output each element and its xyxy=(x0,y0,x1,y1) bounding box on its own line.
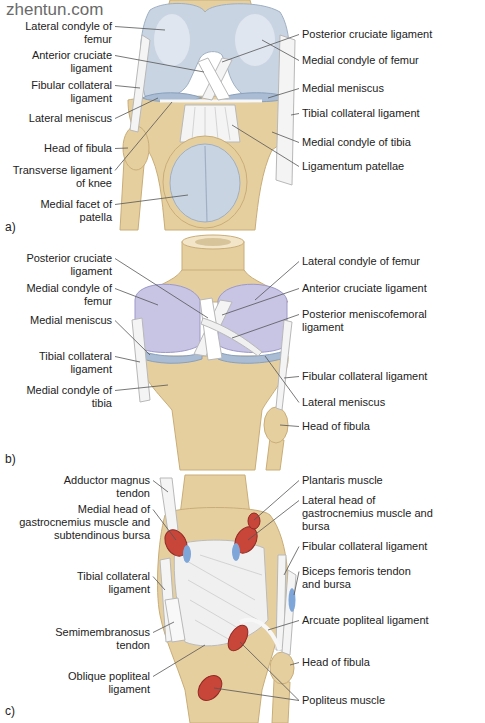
part-label: Medial meniscus xyxy=(302,82,477,95)
marrow-cavity xyxy=(195,238,231,246)
part-label: Ligamentum patellae xyxy=(302,160,477,173)
part-label: Oblique popliteal ligament xyxy=(50,670,150,696)
part-label: Lateral meniscus xyxy=(12,112,112,125)
tibia xyxy=(140,356,288,470)
muscle-stump xyxy=(248,513,260,529)
condyle-highlight xyxy=(235,14,275,66)
part-label: Medial condyle of femur xyxy=(302,54,477,67)
part-label: Arcuate popliteal ligament xyxy=(302,614,477,627)
part-label: Medial condyle of femur xyxy=(12,282,112,308)
leader-lines xyxy=(115,27,299,701)
part-label: Lateral meniscus xyxy=(302,396,477,409)
part-label: Fibular collateral ligament xyxy=(302,370,477,383)
part-label: Medial condyle of tibia xyxy=(302,136,477,149)
part-label: Tibial collateral ligament xyxy=(50,570,150,596)
part-label: Posterior cruciate ligament xyxy=(12,252,112,278)
watermark: zhentun.com xyxy=(6,0,146,20)
part-label: Popliteus muscle xyxy=(302,694,477,707)
part-label: Medial meniscus xyxy=(12,314,112,327)
fibres xyxy=(192,107,230,140)
panel-letter: a) xyxy=(5,220,29,234)
part-label: Tibial collateral ligament xyxy=(12,350,112,376)
collateral-ligament xyxy=(132,318,150,402)
fibula-head xyxy=(270,652,294,684)
fibula-shaft xyxy=(120,160,144,230)
tendon xyxy=(165,598,185,642)
part-label: Posterior meniscofemoral ligament xyxy=(302,308,452,334)
posterior-muscle-view xyxy=(158,475,296,723)
fibula-shaft xyxy=(272,680,290,723)
tibia xyxy=(128,96,293,230)
part-label: Medial facet of patella xyxy=(12,198,112,224)
part-label: Biceps femoris tendon and bursa xyxy=(302,565,422,591)
part-label: Posterior cruciate ligament xyxy=(302,28,477,41)
patella xyxy=(163,136,247,228)
part-label: Head of fibula xyxy=(302,656,477,669)
condyle-highlight xyxy=(154,14,190,66)
panel-letter: b) xyxy=(5,452,29,466)
part-label: Tibial collateral ligament xyxy=(302,107,477,120)
capsule-ligaments xyxy=(174,540,268,646)
part-label: Anterior cruciate ligament xyxy=(302,282,477,295)
tendon xyxy=(282,570,296,655)
part-label: Medial condyle of tibia xyxy=(12,384,112,410)
cruciate-ligament xyxy=(198,58,230,100)
part-label: Lateral condyle of femur xyxy=(302,255,477,268)
part-label: Semimembranosus tendon xyxy=(40,626,150,652)
part-label: Adductor magnus tendon xyxy=(50,474,150,500)
fibres xyxy=(185,555,262,640)
part-label: Transverse ligament of knee xyxy=(12,164,112,190)
muscle-stump xyxy=(193,671,226,705)
knee-bones xyxy=(158,508,288,723)
posterior-view xyxy=(132,235,292,470)
patella-facets xyxy=(170,144,240,222)
femoral-condyle xyxy=(218,284,287,352)
facet-ridge xyxy=(205,146,207,222)
part-label: Medial head of gastrocnemius muscle and … xyxy=(5,503,150,542)
part-label: Head of fibula xyxy=(12,142,112,155)
collateral-ligament xyxy=(130,35,150,132)
panel-letter: c) xyxy=(5,704,29,718)
part-label: Head of fibula xyxy=(302,420,477,433)
part-label: Lateral condyle of femur xyxy=(12,20,112,46)
bone-end xyxy=(182,235,244,249)
part-label: Fibular collateral ligament xyxy=(302,540,477,553)
part-label: Fibular collateral ligament xyxy=(12,79,112,105)
part-label: Plantaris muscle xyxy=(302,474,477,487)
bursa xyxy=(183,545,191,563)
bursa xyxy=(232,543,240,561)
collateral-ligament xyxy=(276,320,292,410)
tendon xyxy=(160,478,178,532)
meniscus xyxy=(138,350,202,363)
meniscofemoral-ligament xyxy=(201,318,262,356)
part-label: Anterior cruciate ligament xyxy=(12,49,112,75)
part-label: Lateral head of gastrocnemius muscle and… xyxy=(302,494,447,533)
anterior-view xyxy=(120,0,295,230)
